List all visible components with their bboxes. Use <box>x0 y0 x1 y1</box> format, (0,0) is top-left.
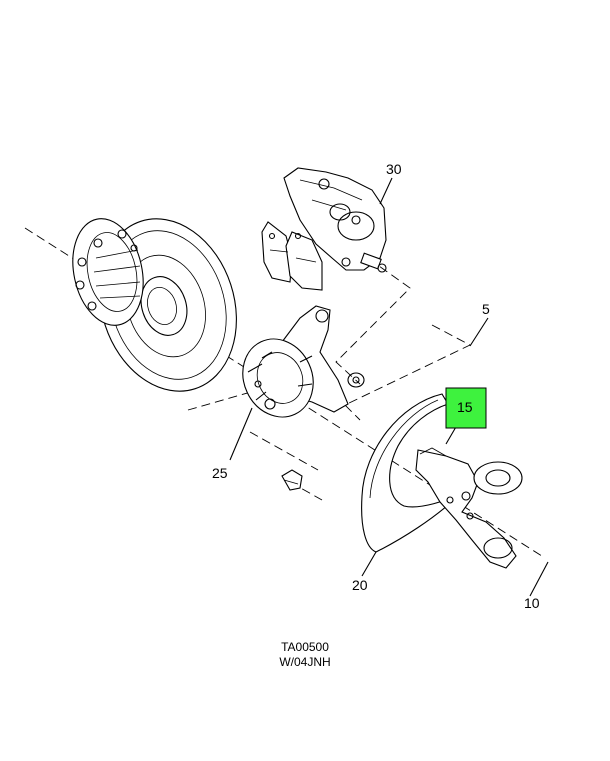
callout-10[interactable]: 10 <box>524 595 540 611</box>
figure-revision: W/04JNH <box>279 655 331 669</box>
wheel-hub <box>72 218 144 326</box>
callout-20[interactable]: 20 <box>352 577 368 593</box>
brake-caliper <box>283 167 387 273</box>
callout-5[interactable]: 5 <box>482 301 490 317</box>
callout-15[interactable]: 15 <box>457 399 473 415</box>
figure-id: TA00500 <box>281 640 329 654</box>
brake-pads <box>261 221 323 291</box>
hub-with-studs <box>242 338 314 418</box>
callout-15-highlight[interactable] <box>445 387 487 429</box>
callout-30[interactable]: 30 <box>386 161 402 177</box>
leader-lines <box>229 177 549 597</box>
steering-knuckle <box>415 447 523 569</box>
wear-sensor-clip <box>281 469 303 491</box>
callout-25[interactable]: 25 <box>212 465 228 481</box>
